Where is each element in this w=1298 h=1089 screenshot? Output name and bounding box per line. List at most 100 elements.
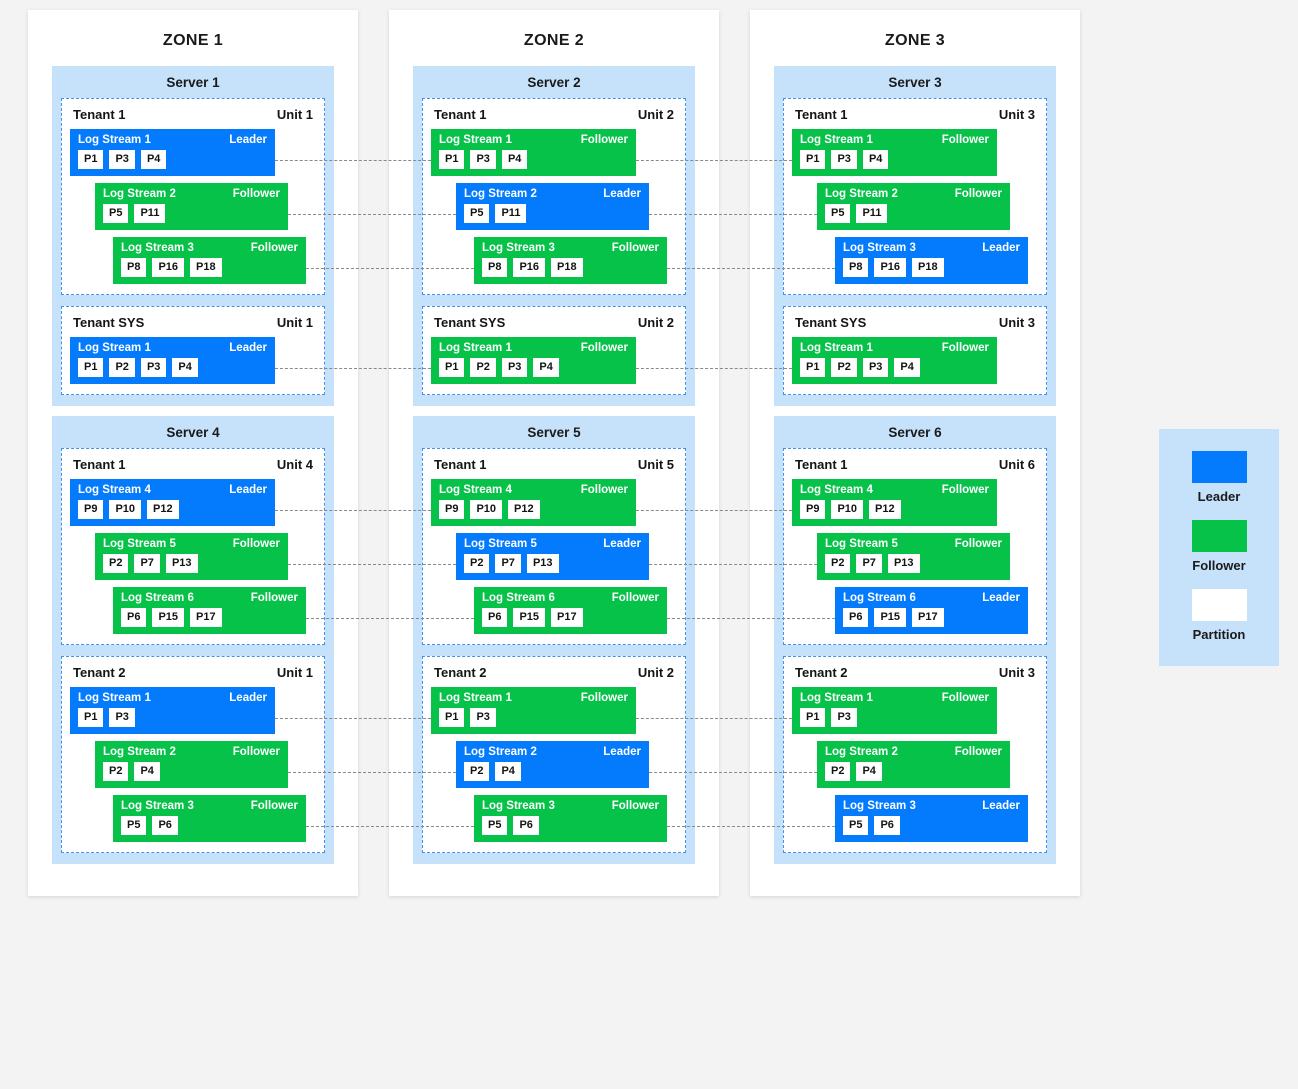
partition-chip[interactable]: P5 bbox=[121, 816, 147, 835]
partition-chip[interactable]: P9 bbox=[78, 500, 104, 519]
partition-chip[interactable]: P11 bbox=[856, 204, 888, 223]
partition-chip[interactable]: P1 bbox=[800, 708, 826, 727]
partition-chip[interactable]: P3 bbox=[501, 358, 528, 377]
partition-chip[interactable]: P8 bbox=[482, 258, 508, 277]
partition-chip[interactable]: P2 bbox=[470, 358, 496, 377]
partition-chip[interactable]: P2 bbox=[103, 762, 129, 781]
partition-chip[interactable]: P5 bbox=[464, 204, 490, 223]
partition-chip[interactable]: P15 bbox=[152, 608, 185, 627]
partition-chip[interactable]: P13 bbox=[526, 554, 559, 573]
partition-chip[interactable]: P17 bbox=[190, 608, 222, 627]
partition-chip[interactable]: P3 bbox=[470, 708, 496, 727]
partition-chip[interactable]: P5 bbox=[825, 204, 851, 223]
partition-chip[interactable]: P16 bbox=[513, 258, 546, 277]
partition-chip[interactable]: P6 bbox=[482, 608, 508, 627]
partition-chip[interactable]: P17 bbox=[551, 608, 583, 627]
partition-chip[interactable]: P10 bbox=[109, 500, 142, 519]
partition-chip[interactable]: P4 bbox=[862, 150, 889, 169]
partition-chip[interactable]: P1 bbox=[800, 150, 826, 169]
partition-chip[interactable]: P2 bbox=[464, 762, 490, 781]
partition-chip[interactable]: P18 bbox=[190, 258, 222, 277]
partition-chip[interactable]: P7 bbox=[134, 554, 160, 573]
partition-chip[interactable]: P7 bbox=[495, 554, 521, 573]
partition-chip[interactable]: P1 bbox=[439, 150, 465, 169]
partition-chip[interactable]: P4 bbox=[134, 762, 160, 781]
partition-chip[interactable]: P1 bbox=[78, 358, 104, 377]
partition-chip[interactable]: P9 bbox=[439, 500, 465, 519]
partition-chip[interactable]: P4 bbox=[495, 762, 521, 781]
partition-chip[interactable]: P6 bbox=[152, 816, 178, 835]
partition-chip[interactable]: P16 bbox=[152, 258, 185, 277]
partition-chip[interactable]: P13 bbox=[165, 554, 198, 573]
partition-chip[interactable]: P3 bbox=[140, 358, 167, 377]
partition-chip[interactable]: P6 bbox=[843, 608, 869, 627]
partition-chip[interactable]: P1 bbox=[78, 150, 104, 169]
partition-chip[interactable]: P3 bbox=[109, 150, 135, 169]
partition-chip[interactable]: P2 bbox=[825, 554, 851, 573]
partition-chip[interactable]: P7 bbox=[856, 554, 882, 573]
partition-chip[interactable]: P4 bbox=[533, 358, 559, 377]
partition-chip[interactable]: P2 bbox=[825, 762, 851, 781]
partition-chip[interactable]: P3 bbox=[109, 708, 135, 727]
partition-chip[interactable]: P12 bbox=[869, 500, 901, 519]
partition-chip[interactable]: P5 bbox=[103, 204, 129, 223]
partition-chip[interactable]: P4 bbox=[140, 150, 167, 169]
partition-chip[interactable]: P5 bbox=[482, 816, 508, 835]
partition-chip[interactable]: P4 bbox=[856, 762, 882, 781]
partition-chip[interactable]: P8 bbox=[843, 258, 869, 277]
partition-chip[interactable]: P6 bbox=[513, 816, 539, 835]
partition-chip[interactable]: P12 bbox=[147, 500, 179, 519]
partition-chip[interactable]: P1 bbox=[439, 708, 465, 727]
partition-chip[interactable]: P10 bbox=[831, 500, 864, 519]
partition-chip[interactable]: P2 bbox=[109, 358, 135, 377]
partition-chip[interactable]: P13 bbox=[887, 554, 920, 573]
partition-chip[interactable]: P2 bbox=[464, 554, 490, 573]
partition-chip[interactable]: P3 bbox=[862, 358, 889, 377]
partition-chip[interactable]: P10 bbox=[470, 500, 503, 519]
partition-chip[interactable]: P4 bbox=[501, 150, 528, 169]
partition-chip[interactable]: P2 bbox=[103, 554, 129, 573]
partition-chip[interactable]: P16 bbox=[874, 258, 907, 277]
partition-chip[interactable]: P8 bbox=[121, 258, 147, 277]
partition-chip[interactable]: P4 bbox=[172, 358, 198, 377]
partition-chip[interactable]: P18 bbox=[912, 258, 944, 277]
partition-chip[interactable]: P11 bbox=[495, 204, 527, 223]
partition-chip[interactable]: P11 bbox=[134, 204, 166, 223]
partition-chip[interactable]: P6 bbox=[874, 816, 900, 835]
partition-chip[interactable]: P1 bbox=[78, 708, 104, 727]
partition-chip[interactable]: P5 bbox=[843, 816, 869, 835]
partition-chip[interactable]: P3 bbox=[470, 150, 496, 169]
partition-chip[interactable]: P4 bbox=[894, 358, 920, 377]
partition-chip[interactable]: P15 bbox=[513, 608, 546, 627]
partition-chip[interactable]: P9 bbox=[800, 500, 826, 519]
partition-chip[interactable]: P12 bbox=[508, 500, 540, 519]
partition-chip[interactable]: P6 bbox=[121, 608, 147, 627]
partition-chip[interactable]: P18 bbox=[551, 258, 583, 277]
